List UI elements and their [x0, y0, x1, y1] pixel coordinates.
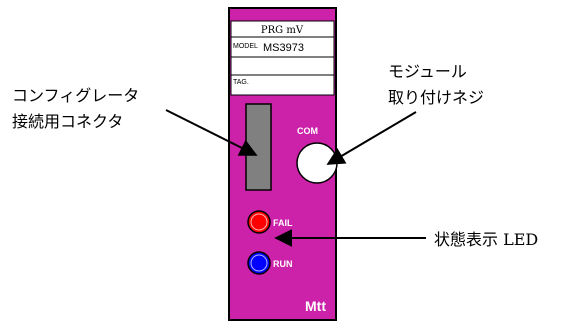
configurator-connector [245, 103, 272, 191]
tag-plate [230, 74, 335, 96]
model-label: MODEL [233, 43, 258, 50]
tag-label: TAG. [233, 79, 249, 86]
callout-configurator-line1: コンフィグレータ [12, 86, 139, 105]
run-label: RUN [273, 259, 293, 269]
arrow-configurator [165, 109, 258, 156]
callout-status-led: 状態表示 LED [434, 230, 538, 249]
model-value: MS3973 [263, 42, 304, 54]
run-led-inner [250, 254, 268, 272]
arrow-screw [326, 111, 417, 165]
callout-screw-line2: 取り付けネジ [388, 88, 484, 107]
fail-label: FAIL [273, 218, 293, 228]
mtt-logo: Mtt [305, 298, 326, 314]
callout-configurator-line2: 接続用コネクタ [12, 112, 123, 131]
com-label: COM [297, 126, 318, 136]
callout-screw-line1: モジュール [388, 62, 467, 81]
fail-led-inner [250, 213, 268, 231]
name-plate-text: PRG mV [261, 25, 304, 36]
blank-plate [230, 56, 335, 76]
